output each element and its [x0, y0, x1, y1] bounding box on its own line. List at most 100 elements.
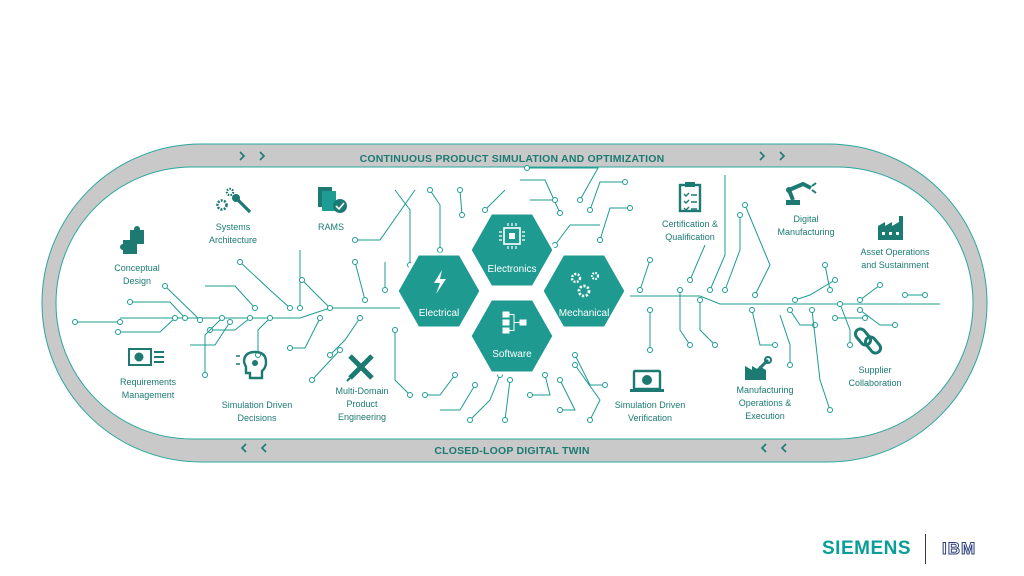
requirements-management-line-2: Management: [122, 390, 175, 400]
multi-domain-line-2: Product: [346, 399, 378, 409]
circuit-node: [298, 306, 303, 311]
certification-line-1: Certification &: [662, 219, 718, 229]
circuit-node: [458, 188, 463, 193]
manufacturing-operations-line-1: Manufacturing: [736, 385, 793, 395]
circuit-node: [858, 308, 863, 313]
circuit-node: [588, 418, 593, 423]
circuit-node: [73, 320, 78, 325]
circuit-node: [558, 378, 563, 383]
conceptual-design-line-2: Design: [123, 276, 151, 286]
circuit-node: [833, 316, 838, 321]
circuit-node: [528, 393, 533, 398]
hex-mechanical-label: Mechanical: [559, 308, 610, 319]
asset-operations-line-2: and Sustainment: [861, 260, 929, 270]
circuit-node: [753, 293, 758, 298]
circuit-node: [183, 316, 188, 321]
circuit-node: [203, 373, 208, 378]
circuit-node: [838, 302, 843, 307]
circuit-node: [128, 300, 133, 305]
circuit-node: [573, 363, 578, 368]
circuit-node: [363, 298, 368, 303]
circuit-node: [468, 418, 473, 423]
label-rams: RAMS: [318, 222, 344, 232]
circuit-node: [893, 323, 898, 328]
manufacturing-operations-line-2: Operations &: [739, 398, 792, 408]
circuit-node: [525, 166, 530, 171]
siemens-logo: SIEMENS: [822, 538, 911, 560]
circuit-node: [503, 418, 508, 423]
circuit-node: [543, 373, 548, 378]
simulation-verification-line-2: Verification: [628, 413, 672, 423]
circuit-node: [648, 348, 653, 353]
circuit-node: [573, 353, 578, 358]
circuit-node: [353, 238, 358, 243]
circuit-node: [198, 318, 203, 323]
circuit-node: [300, 278, 305, 283]
circuit-node: [483, 208, 488, 213]
circuit-node: [738, 213, 743, 218]
circuit-node: [228, 320, 233, 325]
brand-divider: [925, 534, 926, 564]
circuit-node: [353, 260, 358, 265]
circuit-node: [828, 288, 833, 293]
circuit-node: [248, 316, 253, 321]
circuit-node: [858, 298, 863, 303]
circuit-node: [743, 203, 748, 208]
circuit-node: [553, 198, 558, 203]
circuit-node: [713, 343, 718, 348]
circuit-node: [923, 293, 928, 298]
simulation-verification-line-1: Simulation Driven: [615, 400, 686, 410]
circuit-node: [118, 320, 123, 325]
circuit-node: [723, 288, 728, 293]
circuit-node: [423, 393, 428, 398]
circuit-node: [453, 373, 458, 378]
circuit-node: [460, 213, 465, 218]
conceptual-design-line-1: Conceptual: [114, 263, 160, 273]
circuit-node: [708, 288, 713, 293]
circuit-node: [288, 306, 293, 311]
multi-domain-line-1: Multi-Domain: [335, 386, 388, 396]
circuit-node: [408, 393, 413, 398]
simulation-driven-decisions-line-2: Decisions: [237, 413, 277, 423]
circuit-node: [253, 306, 258, 311]
circuit-node: [878, 283, 883, 288]
circuit-node: [688, 278, 693, 283]
circuit-node: [358, 316, 363, 321]
band-top-label: CONTINUOUS PRODUCT SIMULATION AND OPTIMI…: [360, 153, 665, 165]
circuit-node: [698, 298, 703, 303]
circuit-node: [268, 316, 273, 321]
circuit-node: [903, 293, 908, 298]
hex-software-label: Software: [492, 349, 532, 360]
circuit-node: [788, 363, 793, 368]
band-bottom-label: CLOSED-LOOP DIGITAL TWIN: [434, 445, 589, 457]
circuit-node: [623, 180, 628, 185]
circuit-node: [288, 346, 293, 351]
simulation-driven-decisions-line-1: Simulation Driven: [222, 400, 293, 410]
circuit-node: [823, 263, 828, 268]
circuit-node: [688, 343, 693, 348]
digital-manufacturing-line-1: Digital: [793, 214, 818, 224]
circuit-node: [828, 408, 833, 413]
circuit-node: [598, 238, 603, 243]
digital-manufacturing-line-2: Manufacturing: [777, 227, 834, 237]
circuit-node: [338, 348, 343, 353]
circuit-node: [393, 328, 398, 333]
circuit-node: [833, 278, 838, 283]
certification-line-2: Qualification: [665, 232, 715, 242]
circuit-node: [578, 198, 583, 203]
circuit-node: [438, 248, 443, 253]
circuit-node: [116, 330, 121, 335]
circuit-node: [628, 206, 633, 211]
circuit-node: [310, 378, 315, 383]
circuit-node: [173, 316, 178, 321]
rams-line-1: RAMS: [318, 222, 344, 232]
circuit-node: [788, 308, 793, 313]
requirements-management-line-1: Requirements: [120, 377, 177, 387]
circuit-node: [603, 383, 608, 388]
manufacturing-operations-line-3: Execution: [745, 411, 785, 421]
systems-architecture-line-2: Architecture: [209, 235, 257, 245]
circuit-node: [163, 284, 168, 289]
circuit-node: [473, 383, 478, 388]
supplier-collaboration-line-2: Collaboration: [848, 378, 901, 388]
